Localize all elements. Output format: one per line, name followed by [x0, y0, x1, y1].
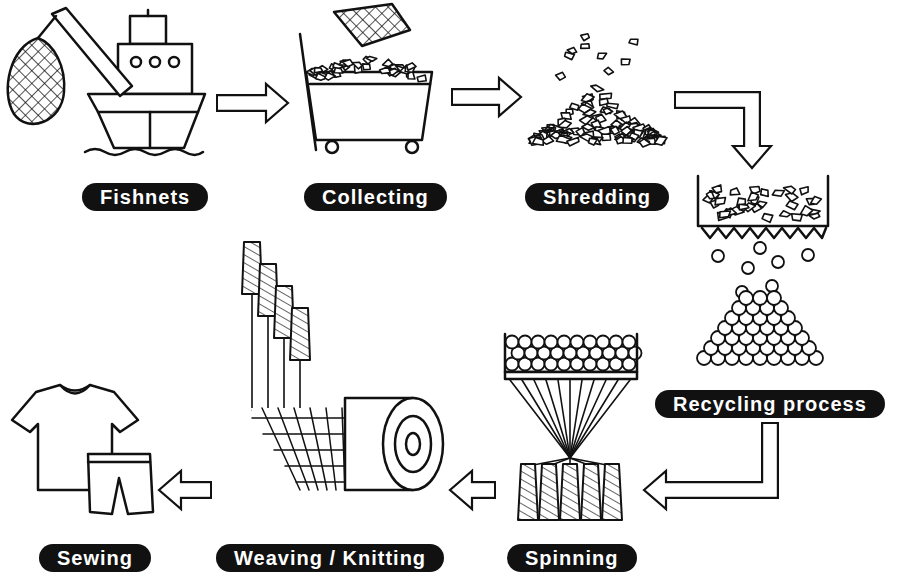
stage-label: Shredding [525, 183, 669, 211]
loom [242, 242, 443, 490]
flow-arrow [644, 422, 770, 509]
process-stage: Collecting [292, 5, 447, 211]
process-stage: Recycling process [655, 172, 885, 418]
stage-label: Fishnets [82, 183, 208, 211]
flow-arrow [450, 471, 496, 509]
stage-label: Recycling process [655, 390, 885, 418]
stage-label: Spinning [507, 544, 637, 572]
process-stage: Weaving / Knitting [216, 238, 446, 572]
shred-pile [528, 34, 667, 147]
process-stage: Shredding [525, 22, 670, 211]
garments [12, 385, 153, 514]
stage-label: Sewing [39, 544, 151, 572]
collection-cart [300, 4, 432, 153]
process-stage: Fishnets [5, 5, 212, 211]
flow-arrow [451, 78, 521, 116]
recycling-machine [697, 176, 828, 365]
flow-arrow [159, 471, 212, 509]
fishing-boat [8, 8, 205, 155]
flow-arrow [216, 84, 288, 122]
stage-label: Weaving / Knitting [216, 544, 444, 572]
flow-arrow [674, 100, 771, 168]
spinning-machine [505, 334, 642, 520]
stage-label: Collecting [304, 183, 447, 211]
process-stage: Spinning [500, 330, 640, 572]
process-stage: Sewing [10, 383, 155, 572]
